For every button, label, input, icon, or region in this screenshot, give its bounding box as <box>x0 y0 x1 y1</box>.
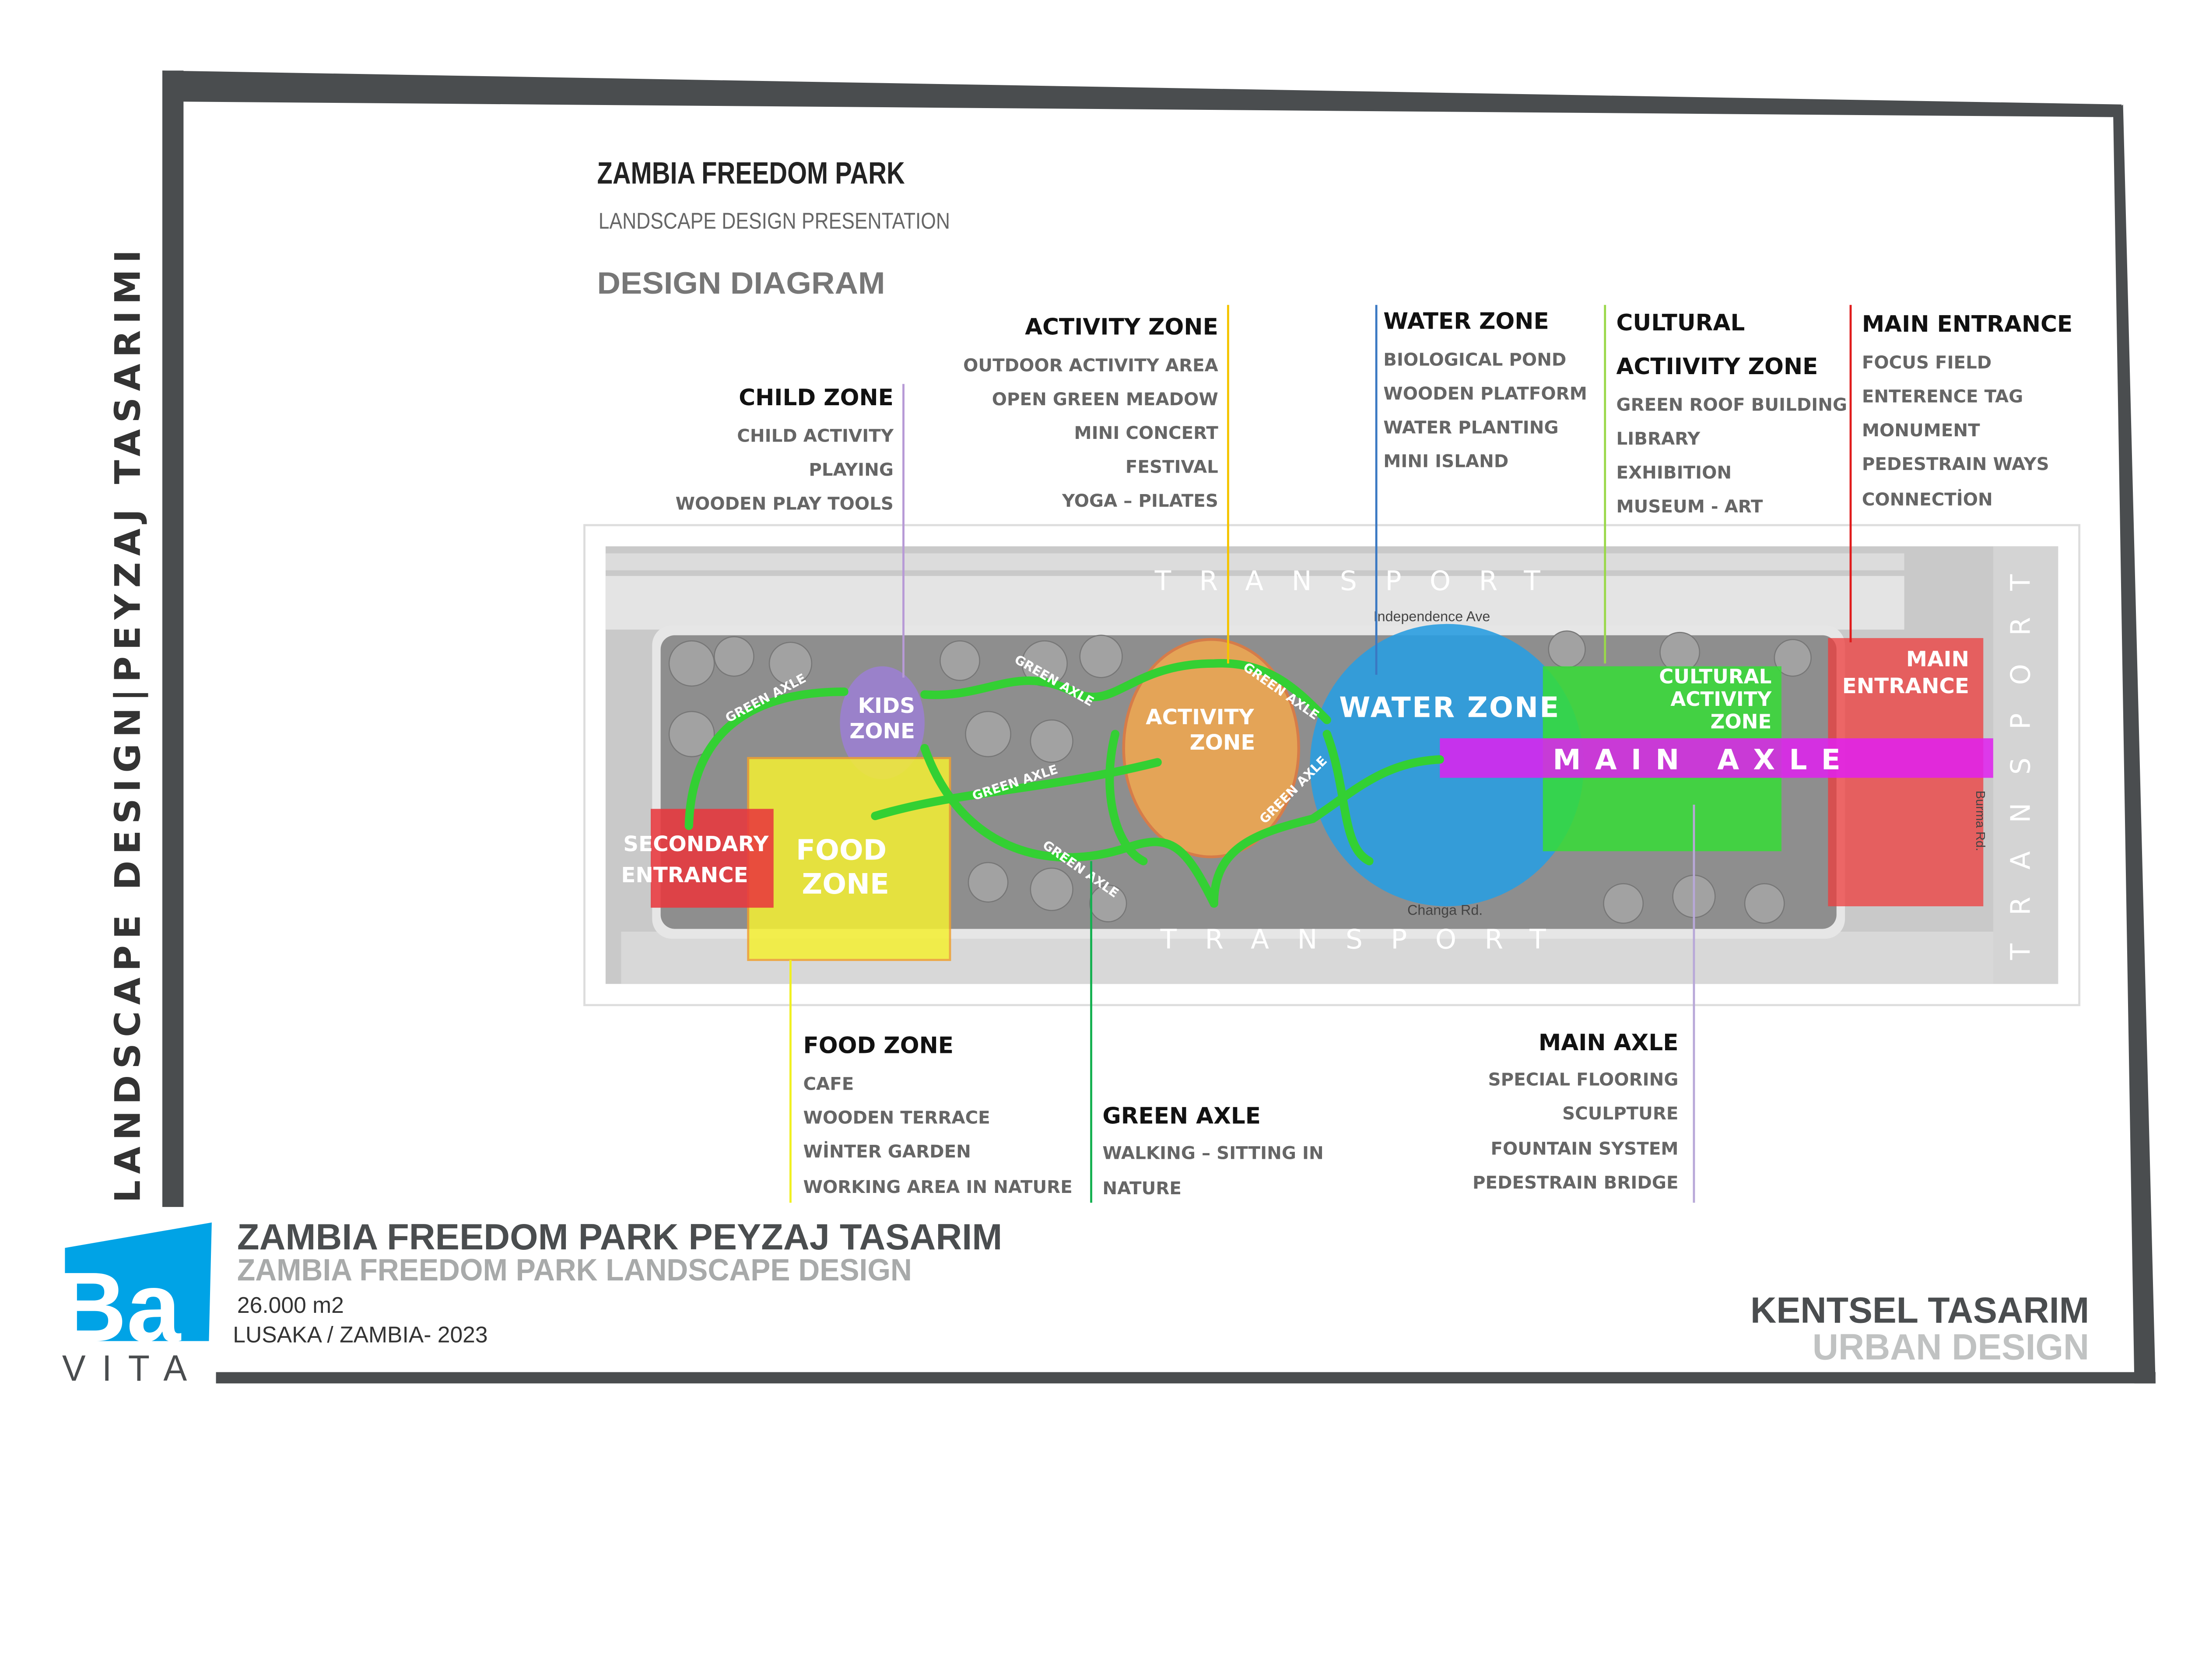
legend-heading: CHILD ZONE <box>739 385 894 411</box>
footer-right-subtitle: URBAN DESIGN <box>1813 1326 2089 1367</box>
main-entrance-label: ENTRANCE <box>1842 674 1969 698</box>
footer-area: 26.000 m2 <box>237 1292 344 1318</box>
footer-subtitle: ZAMBIA FREEDOM PARK LANDSCAPE DESIGN <box>237 1253 912 1287</box>
legend-child-zone: CHILD ZONE CHILD ACTIVITY PLAYING WOODEN… <box>676 385 894 514</box>
presentation-board: LANDSCAPE DESIGN|PEYZAJ TASARIMI ZAMBIA … <box>56 70 2156 1389</box>
legend-item: CHILD ACTIVITY <box>737 426 894 446</box>
legend-item: FOUNTAIN SYSTEM <box>1490 1139 1678 1159</box>
cultural-zone-label: ZONE <box>1711 710 1772 733</box>
kids-zone-area <box>840 666 925 779</box>
legend-water-zone: WATER ZONE BIOLOGICAL POND WOODEN PLATFO… <box>1383 309 1587 472</box>
site-plan-map: TRANSPORT TRANSPORT TRANSPORT Independen… <box>583 524 2081 1007</box>
legend-item: MINI CONCERT <box>1074 423 1219 443</box>
food-zone-label: FOOD <box>796 834 887 867</box>
kids-zone-label: KIDS <box>858 694 915 718</box>
legend-heading: ACTIVITY ZONE <box>1025 314 1218 340</box>
green-axle-paths <box>684 659 1444 908</box>
legend-item: SCULPTURE <box>1562 1103 1678 1124</box>
secondary-entrance-area <box>651 809 774 908</box>
food-zone-label: ZONE <box>802 868 889 901</box>
street-label-bottom: Changa Rd. <box>1407 902 1483 918</box>
leader-lines <box>789 305 1852 1203</box>
legend-green-axle: GREEN AXLE WALKING – SITTING IN NATURE <box>1102 1103 1323 1199</box>
activity-zone-area <box>1122 638 1300 859</box>
legend-item: ENTERENCE TAG <box>1862 386 2023 407</box>
bavita-logo: Ba VITA <box>56 1222 212 1389</box>
legend-heading: CULTURAL <box>1616 310 1745 336</box>
legend-item: CONNECTİON <box>1862 489 1993 510</box>
legend-item: WOODEN PLATFORM <box>1383 383 1587 404</box>
legend-food-zone: FOOD ZONE CAFE WOODEN TERRACE WİNTER GAR… <box>803 1032 1072 1197</box>
legend-heading: MAIN ENTRANCE <box>1862 311 2072 337</box>
legend-heading: FOOD ZONE <box>803 1032 954 1059</box>
transport-label-bottom: TRANSPORT <box>1160 924 1574 955</box>
legend-item: EXHIBITION <box>1616 463 1732 483</box>
water-zone-label: WATER ZONE <box>1339 691 1560 724</box>
legend-item: GREEN ROOF BUILDING <box>1616 395 1848 415</box>
legend-item: OUTDOOR ACTIVITY AREA <box>963 355 1218 375</box>
legend-item: PEDESTRAIN BRIDGE <box>1473 1172 1678 1193</box>
legend-item: WATER PLANTING <box>1383 417 1558 438</box>
legend-item: PLAYING <box>809 459 894 480</box>
kids-zone-label: ZONE <box>849 719 915 744</box>
main-entrance-label: MAIN <box>1906 647 1969 672</box>
legend-item: CAFE <box>803 1073 854 1094</box>
secondary-entrance-label: ENTRANCE <box>621 863 748 887</box>
legend-main-axle: MAIN AXLE SPECIAL FLOORING SCULPTURE FOU… <box>1473 1030 1678 1193</box>
footer-right-title: KENTSEL TASARIM <box>1750 1290 2089 1331</box>
legend-item: WOODEN TERRACE <box>803 1108 990 1128</box>
legend-item: WALKING – SITTING IN <box>1102 1143 1323 1163</box>
tree-canopy <box>668 630 1812 924</box>
legend-heading: GREEN AXLE <box>1102 1103 1261 1129</box>
footer-title: ZAMBIA FREEDOM PARK PEYZAJ TASARIM <box>237 1216 1002 1257</box>
page-subtitle: LANDSCAPE DESIGN PRESENTATION <box>599 208 950 234</box>
legend-item: MONUMENT <box>1862 420 1980 441</box>
legend-main-entrance: MAIN ENTRANCE FOCUS FIELD ENTERENCE TAG … <box>1862 311 2072 510</box>
svg-text:VITA: VITA <box>62 1347 203 1389</box>
legend-item: FESTIVAL <box>1126 457 1218 477</box>
legend-item: WORKING AREA IN NATURE <box>803 1177 1072 1197</box>
frame <box>162 70 2156 1384</box>
side-title: LANDSCAPE DESIGN|PEYZAJ TASARIMI <box>107 250 148 1203</box>
food-zone-area <box>747 757 951 961</box>
cultural-zone-label: ACTIVITY <box>1670 687 1772 711</box>
legend-item: WOODEN PLAY TOOLS <box>676 494 894 514</box>
cultural-zone-label: CULTURAL <box>1659 665 1771 688</box>
legend-item: PEDESTRAIN WAYS <box>1862 454 2049 474</box>
legend-item: WİNTER GARDEN <box>803 1141 971 1162</box>
transport-label-right: TRANSPORT <box>2006 546 2037 961</box>
legend-item: LIBRARY <box>1616 428 1701 449</box>
legend-item: OPEN GREEN MEADOW <box>992 389 1218 410</box>
section-title: DESIGN DIAGRAM <box>597 266 885 301</box>
footer-location: LUSAKA / ZAMBIA- 2023 <box>233 1322 487 1347</box>
activity-zone-label: ZONE <box>1190 730 1255 755</box>
street-label-top: Independence Ave <box>1374 608 1490 624</box>
secondary-entrance-label: SECONDARY <box>623 832 769 856</box>
legend-item: NATURE <box>1102 1178 1182 1199</box>
legend-item: YOGA – PILATES <box>1062 491 1218 511</box>
transport-label-top: TRANSPORT <box>1154 565 1569 596</box>
legend-item: MINI ISLAND <box>1383 451 1508 472</box>
activity-zone-label: ACTIVITY <box>1146 705 1254 730</box>
main-axle-label: MAIN AXLE <box>1553 744 1855 776</box>
street-label-right: Burma Rd. <box>1973 790 1987 851</box>
page-title: ZAMBIA FREEDOM PARK <box>597 156 905 190</box>
legend-cultural-zone: CULTURAL ACTIIVITY ZONE GREEN ROOF BUILD… <box>1616 310 1848 517</box>
legend-activity-zone: ACTIVITY ZONE OUTDOOR ACTIVITY AREA OPEN… <box>963 314 1218 512</box>
legend-item: MUSEUM - ART <box>1616 496 1764 517</box>
legend-heading: ACTIIVITY ZONE <box>1616 354 1818 380</box>
legend-item: BIOLOGICAL POND <box>1383 349 1566 370</box>
main-axle-area <box>1440 738 1993 778</box>
legend-item: FOCUS FIELD <box>1862 352 1992 373</box>
legend-heading: WATER ZONE <box>1383 309 1549 335</box>
legend-item: SPECIAL FLOORING <box>1488 1070 1679 1090</box>
legend-heading: MAIN AXLE <box>1539 1030 1679 1056</box>
svg-text:Ba: Ba <box>56 1252 182 1362</box>
